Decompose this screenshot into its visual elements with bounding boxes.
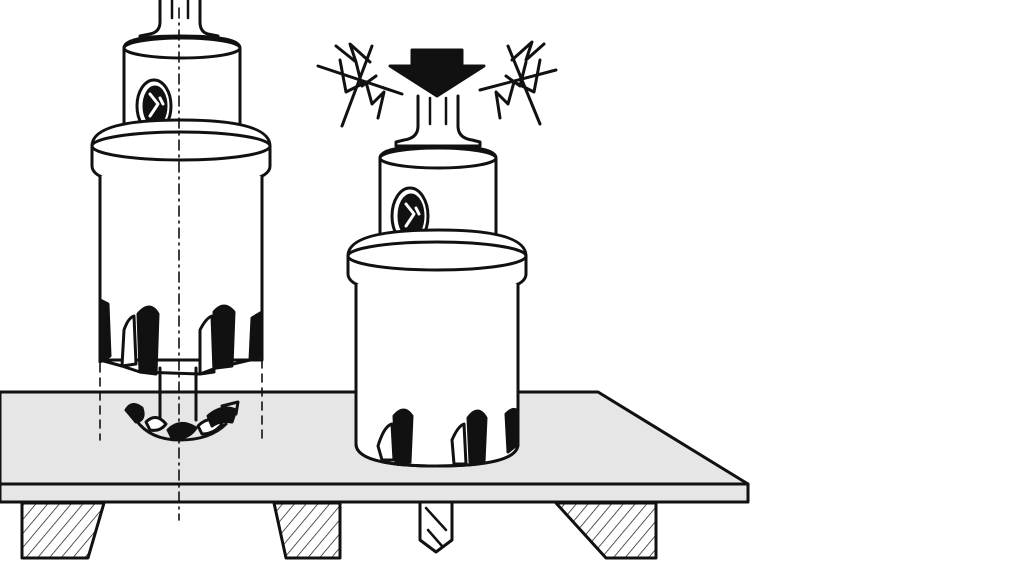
hole-saw-right	[346, 94, 528, 468]
down-arrow-icon	[388, 48, 486, 98]
crossed-zigzag-icon-right	[478, 40, 558, 126]
pilot-drill-tip	[418, 501, 454, 554]
hole-saw-left	[90, 0, 272, 521]
crossed-zigzag-icon	[316, 42, 404, 128]
wood-support-block-1	[20, 501, 106, 560]
wood-support-block-3	[554, 501, 658, 560]
cut-debris	[124, 400, 240, 442]
wood-support-block-2	[272, 501, 342, 560]
